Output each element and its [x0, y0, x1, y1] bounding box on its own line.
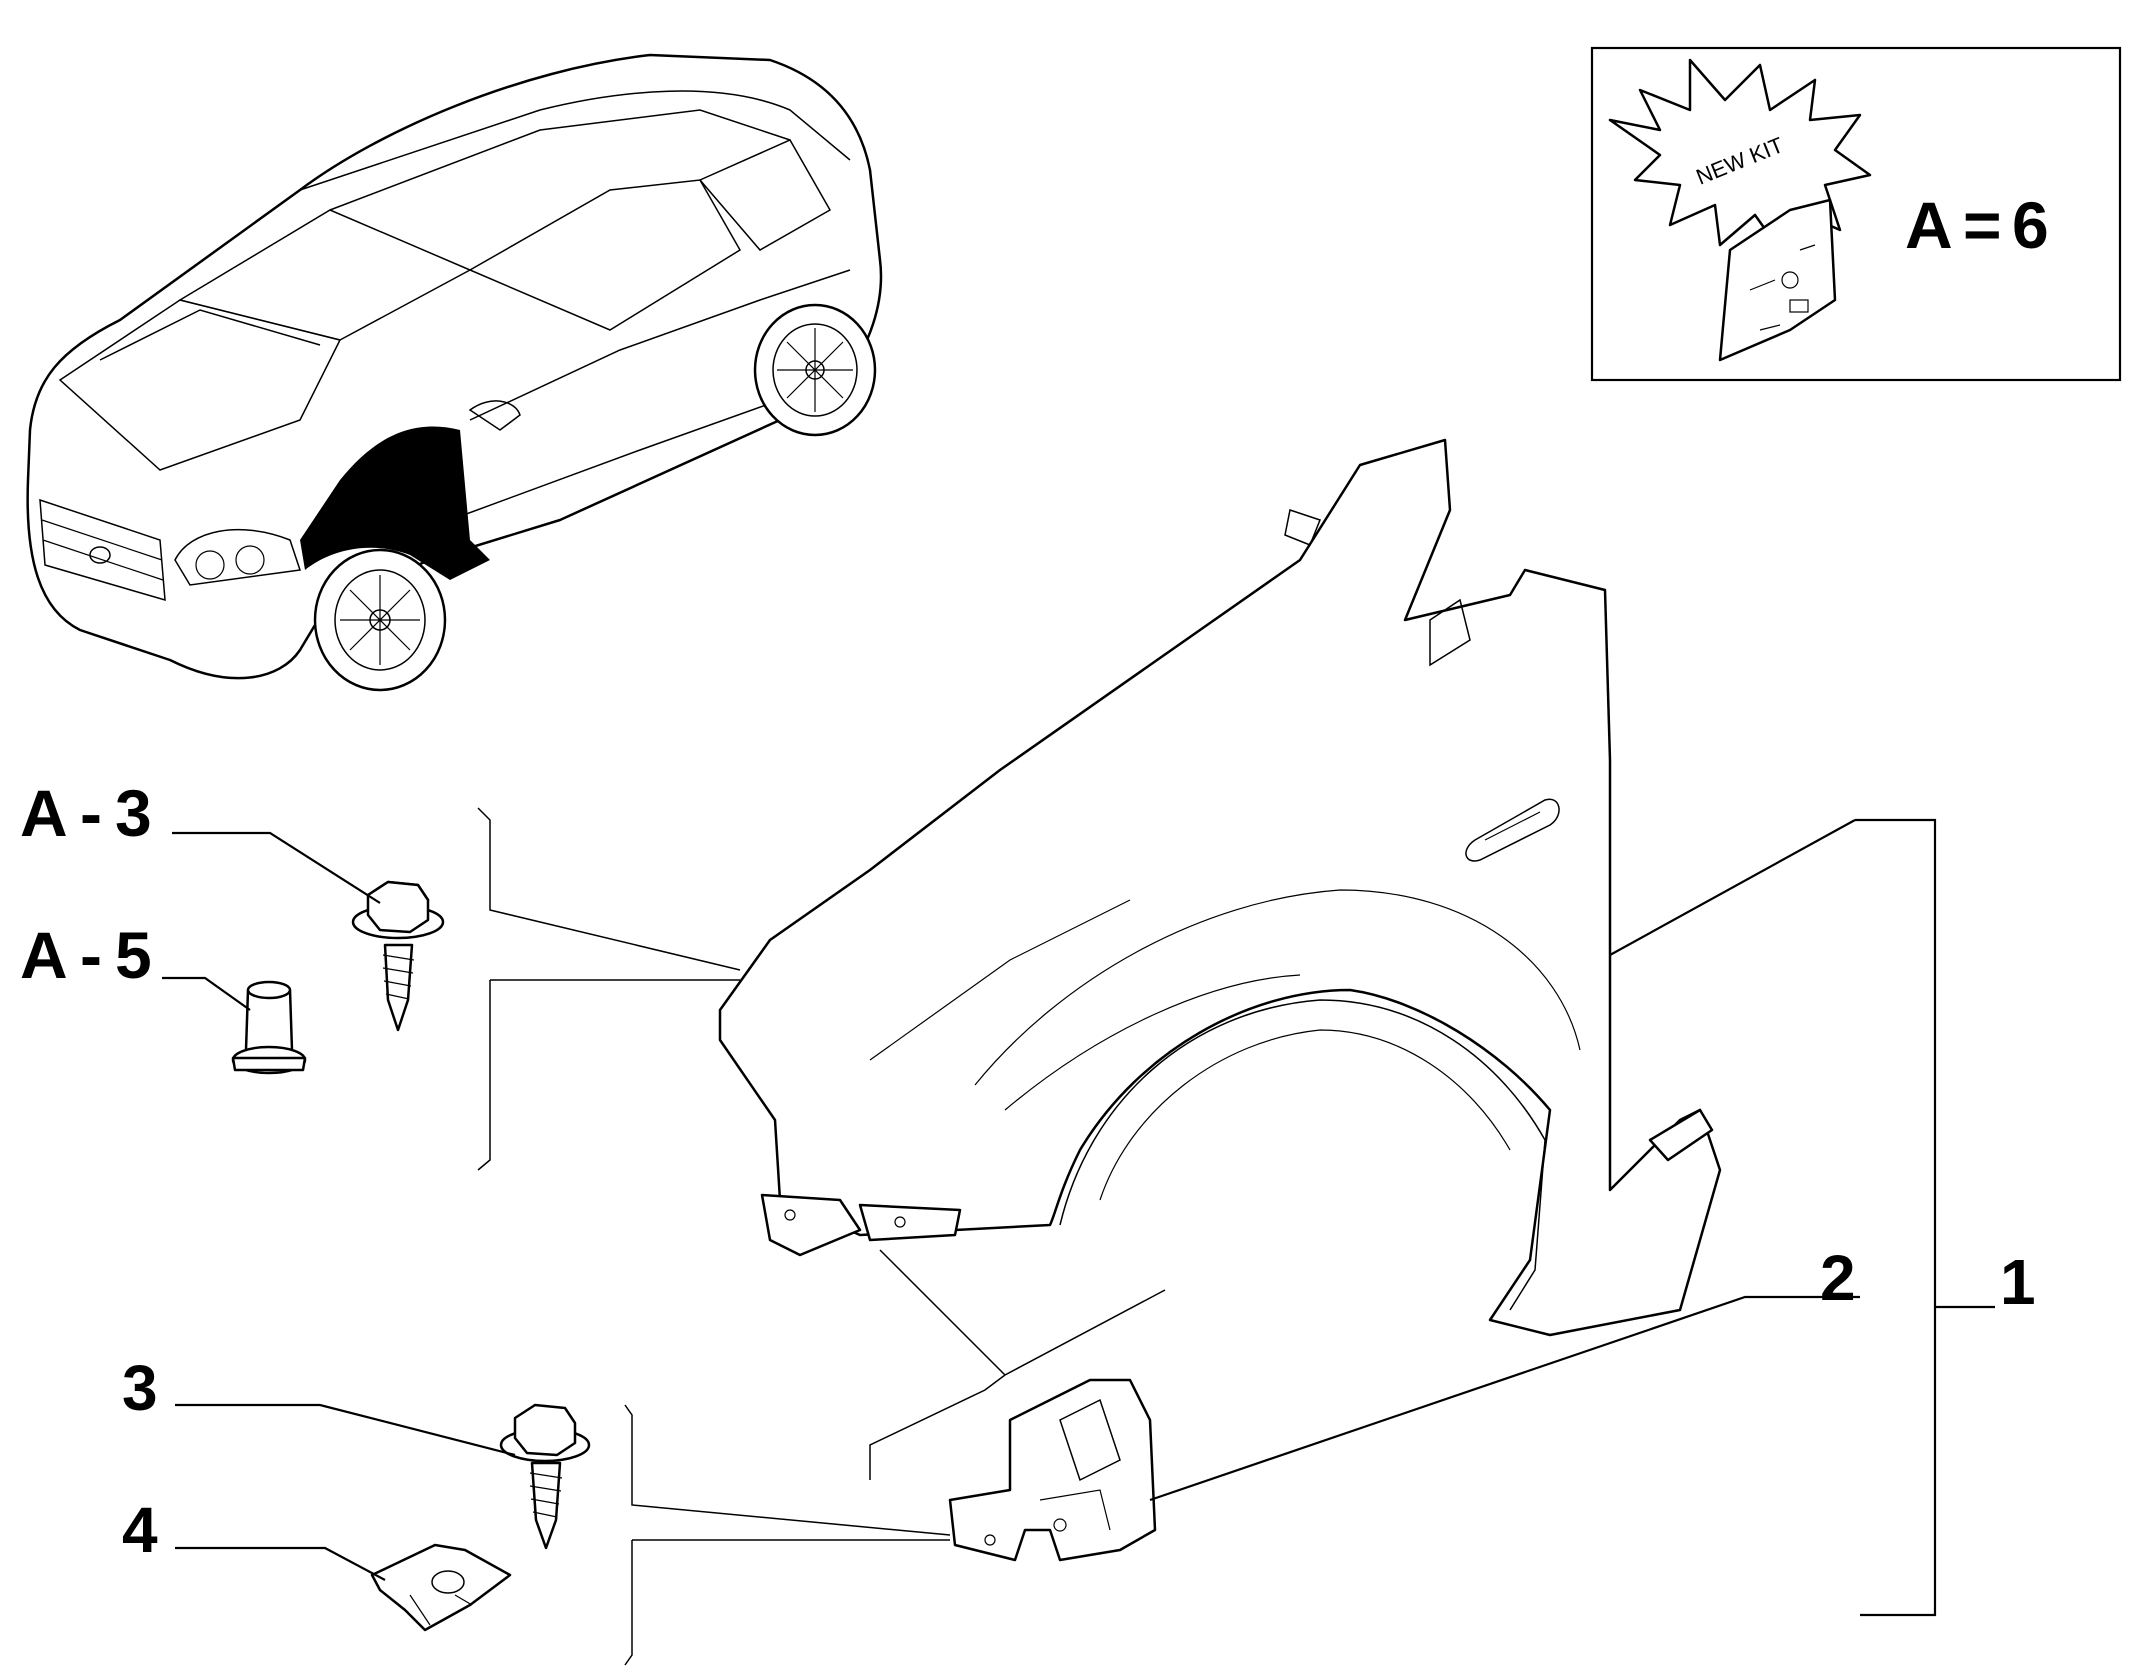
label-a3-dash: -	[80, 776, 102, 850]
label-a3-num: 3	[115, 776, 152, 850]
label-a5-num: 5	[115, 918, 152, 992]
bracket-part-2	[948, 1378, 1157, 1562]
leader-lines	[162, 807, 1995, 1666]
callout-labels: A - 3 A - 5 1 2 3 4	[20, 776, 2036, 1566]
label-part-4: 4	[122, 1494, 158, 1566]
rear-wheel	[753, 303, 877, 437]
kit-ref-sep: =	[1963, 188, 2002, 262]
front-wheel	[313, 548, 447, 692]
label-part-3: 3	[122, 1352, 158, 1424]
fender-part-1	[718, 438, 1722, 1337]
starburst-badge	[1608, 58, 1872, 252]
new-kit-box: NEW KIT A = 6	[1590, 46, 2122, 382]
label-part-1: 1	[2000, 1246, 2036, 1318]
label-part-2: 2	[1820, 1242, 1856, 1314]
label-a5-letter: A	[20, 918, 68, 992]
screw-a3	[351, 880, 445, 1032]
label-a3-letter: A	[20, 776, 68, 850]
screw-3	[499, 1403, 591, 1550]
kit-ref-letter: A	[1905, 188, 1953, 262]
label-a5-dash: -	[80, 918, 102, 992]
nut-a5	[231, 980, 307, 1075]
highlighted-fender	[300, 426, 490, 580]
kit-ref-num: 6	[2012, 188, 2049, 262]
clip-4	[370, 1543, 512, 1632]
car-illustration	[26, 53, 883, 692]
